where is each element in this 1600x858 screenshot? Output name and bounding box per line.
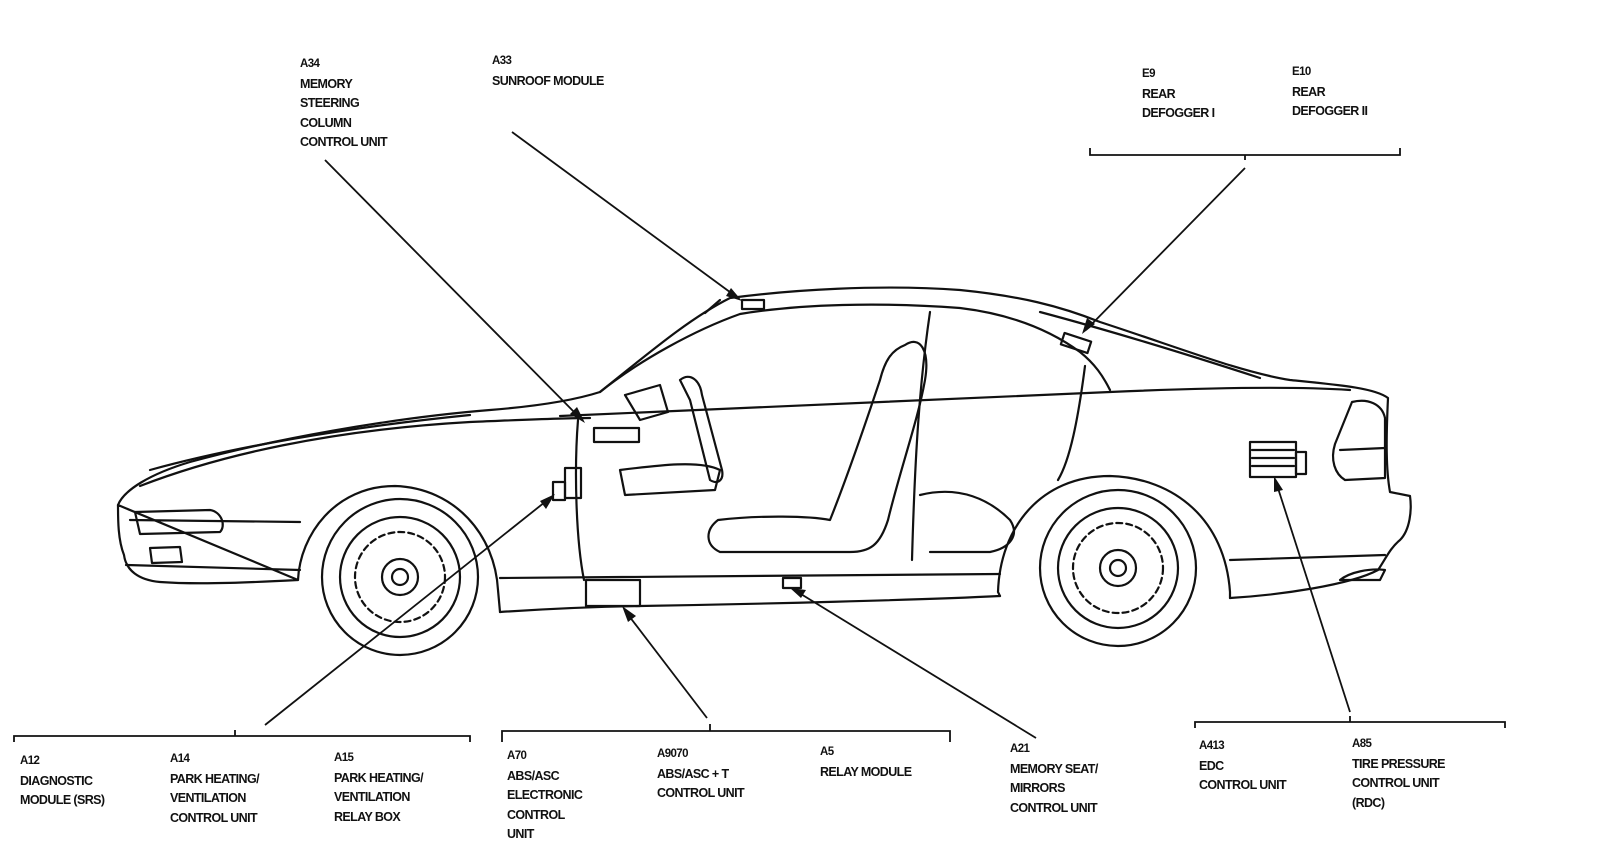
label-a85: A85 TIRE PRESSURE CONTROL UNIT (RDC)	[1352, 735, 1446, 813]
label-line: VENTILATION	[334, 790, 410, 804]
label-line: MEMORY SEAT/	[1010, 761, 1098, 776]
label-line: (RDC)	[1352, 795, 1385, 810]
label-line: EDC	[1199, 758, 1224, 773]
label-line: CONTROL UNIT	[1010, 800, 1098, 815]
steering-wheel-icon	[678, 375, 724, 484]
label-line: ABS/ASC + T	[657, 766, 729, 781]
label-id: E10	[1292, 66, 1311, 78]
label-line: REAR	[1292, 84, 1326, 99]
label-id: A34	[300, 58, 320, 70]
label-line: DEFOGGER II	[1292, 104, 1368, 118]
label-line: ABS/ASC	[507, 768, 560, 783]
label-line: CONTROL UNIT	[300, 135, 388, 149]
label-a70: A70 ABS/ASC ELECTRONIC CONTROL UNIT	[507, 747, 583, 845]
label-a12: A12 DIAGNOSTIC MODULE (SRS)	[20, 752, 105, 811]
label-id: A21	[1010, 743, 1030, 755]
label-id: A9070	[657, 748, 688, 760]
label-line: VENTILATION	[170, 791, 246, 805]
car-side-view-icon	[116, 286, 1412, 657]
label-line: CONTROL UNIT	[1199, 778, 1287, 792]
label-id: A14	[170, 753, 190, 765]
label-a21: A21 MEMORY SEAT/ MIRRORS CONTROL UNIT	[1010, 740, 1098, 818]
label-line: TIRE PRESSURE	[1352, 756, 1446, 771]
label-line: MODULE (SRS)	[20, 793, 105, 807]
label-id: E9	[1142, 68, 1155, 80]
label-line: CONTROL UNIT	[170, 810, 258, 825]
label-a34: A34 MEMORY STEERING COLUMN CONTROL UNIT	[300, 55, 388, 153]
label-id: A5	[820, 746, 834, 758]
label-line: DEFOGGER I	[1142, 106, 1215, 120]
label-id: A15	[334, 752, 354, 764]
wheel-icon	[320, 497, 480, 657]
label-id: A12	[20, 755, 40, 767]
seat-icon	[707, 340, 928, 554]
label-a5: A5 RELAY MODULE	[820, 743, 912, 782]
label-a14: A14 PARK HEATING/ VENTILATION CONTROL UN…	[170, 750, 260, 828]
side-mirror-icon	[623, 383, 670, 422]
label-line: UNIT	[507, 827, 534, 841]
tail-light-icon	[1331, 399, 1387, 482]
leader-lines	[13, 131, 1506, 742]
label-e10: E10 REAR DEFOGGER II	[1292, 63, 1368, 122]
label-line: ELECTRONIC	[507, 788, 583, 802]
label-id: A33	[492, 55, 512, 67]
label-a413: A413 EDC CONTROL UNIT	[1199, 737, 1287, 796]
label-line: RELAY MODULE	[820, 764, 912, 779]
arrowheads	[540, 288, 1283, 622]
label-line: STEERING	[300, 96, 360, 110]
label-id: A85	[1352, 738, 1372, 750]
label-line: CONTROL UNIT	[657, 786, 745, 800]
label-line: CONTROL	[507, 807, 565, 822]
wheel-icon	[1038, 488, 1198, 648]
label-line: CONTROL UNIT	[1352, 776, 1440, 790]
label-line: MEMORY	[300, 76, 353, 91]
label-id: A413	[1199, 740, 1225, 752]
headlight-icon	[133, 508, 224, 536]
label-line: REAR	[1142, 86, 1176, 101]
label-line: RELAY BOX	[334, 809, 401, 824]
label-line: PARK HEATING/	[334, 770, 424, 785]
label-a33: A33 SUNROOF MODULE	[492, 52, 604, 91]
label-line: SUNROOF MODULE	[492, 73, 604, 88]
label-line: PARK HEATING/	[170, 771, 260, 786]
label-a15: A15 PARK HEATING/ VENTILATION RELAY BOX	[334, 749, 424, 827]
label-a9070: A9070 ABS/ASC + T CONTROL UNIT	[657, 745, 745, 804]
label-e9: E9 REAR DEFOGGER I	[1142, 65, 1215, 124]
label-line: MIRRORS	[1010, 781, 1065, 795]
label-id: A70	[507, 750, 527, 762]
label-line: DIAGNOSTIC	[20, 773, 93, 788]
label-line: COLUMN	[300, 115, 352, 130]
